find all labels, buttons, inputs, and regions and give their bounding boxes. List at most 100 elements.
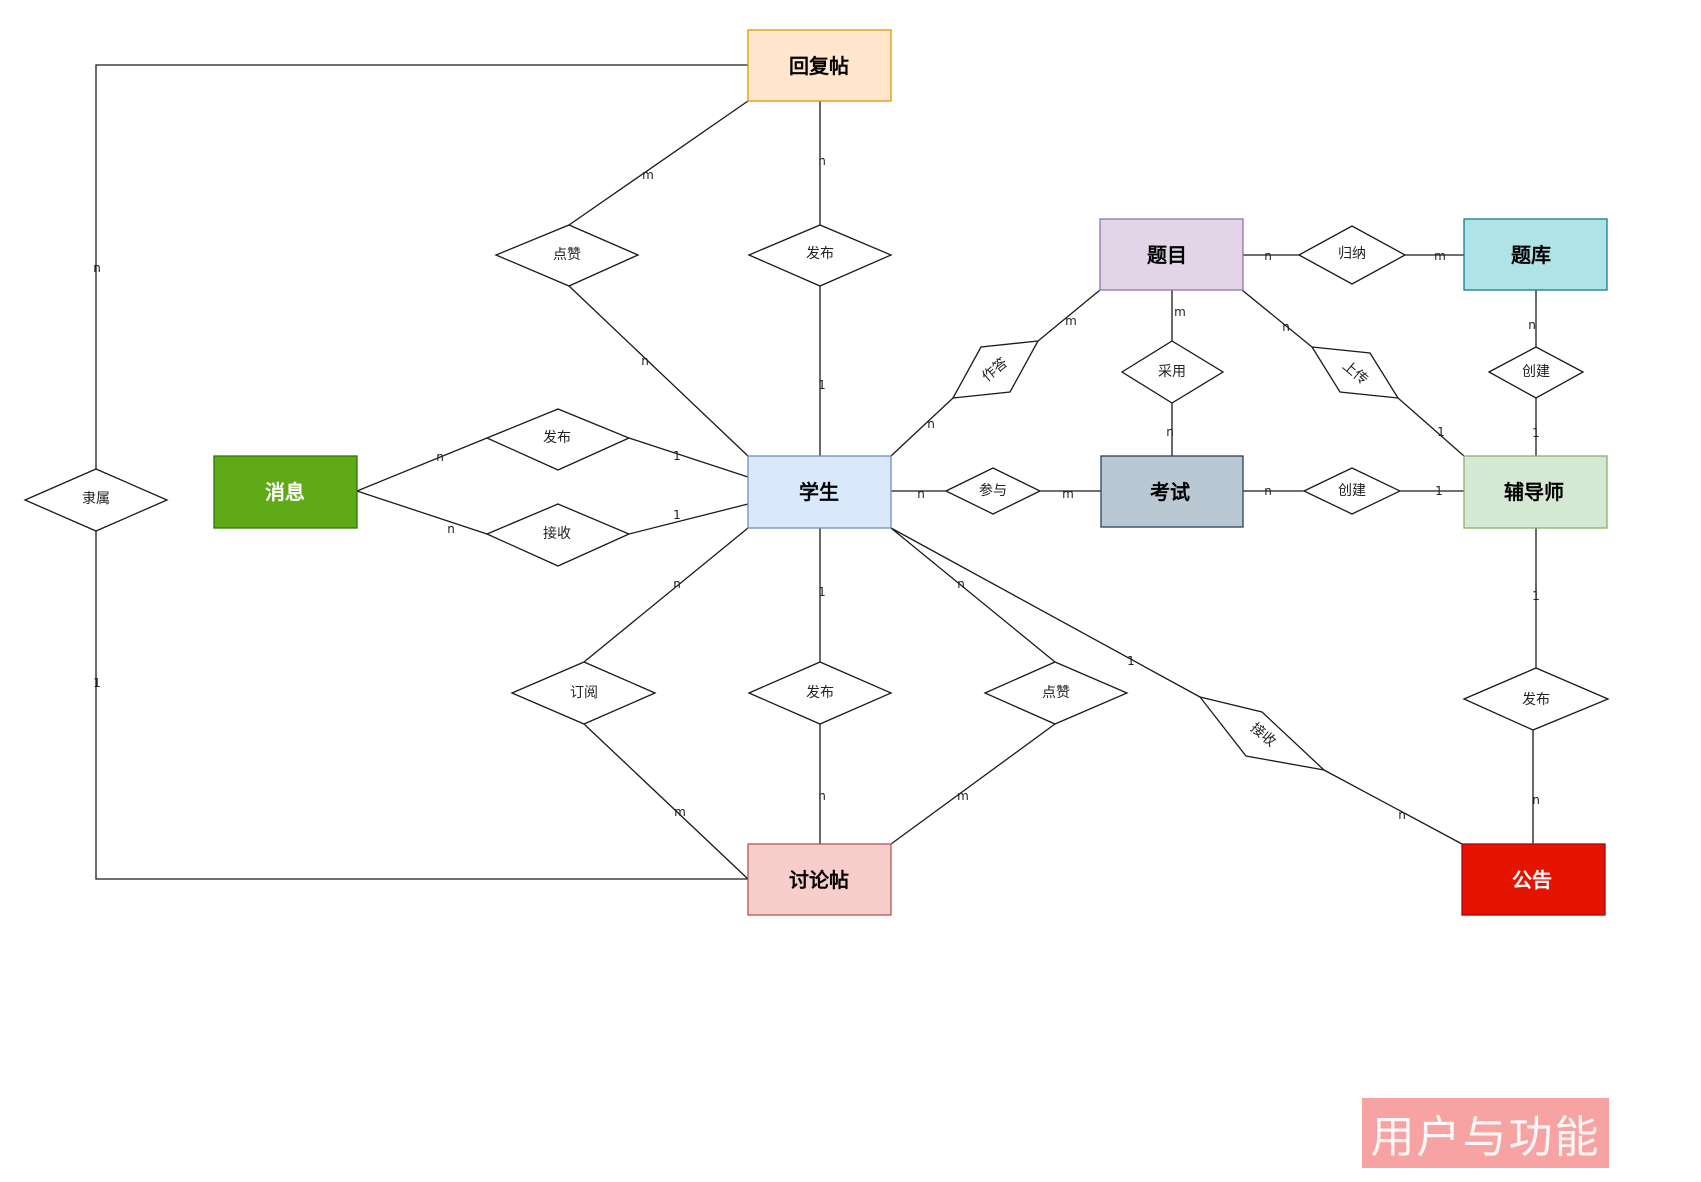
rel-label-publish-notice: 发布 (1522, 692, 1550, 708)
line-student-receive-notice (890, 527, 1201, 698)
card-discussion-like: m (957, 789, 969, 803)
card-tutor-upload: 1 (1437, 425, 1445, 439)
card-question-summarize: n (1264, 249, 1272, 263)
entity-box (1100, 455, 1244, 528)
card-reply-like: m (642, 168, 654, 182)
line-message-publish (356, 437, 488, 492)
line-student-subscribe (583, 527, 749, 663)
connector-lines (95, 64, 1537, 880)
entity-box (1463, 218, 1608, 291)
card-message-receive: n (447, 522, 455, 536)
card-notice-receive: n (1398, 808, 1406, 822)
entity-label: 学生 (799, 480, 839, 504)
rel-upload (1310, 346, 1400, 399)
card-student-like: n (641, 354, 649, 368)
card-tutor-publish-notice: 1 (1532, 589, 1540, 603)
rel-answer (951, 340, 1040, 399)
rel-label-like-discussion: 点赞 (1042, 685, 1070, 701)
entity-label: 辅导师 (1504, 480, 1564, 504)
rel-summarize (1297, 225, 1407, 285)
entity-question-bank: 题库 (1463, 218, 1608, 291)
rel-like-discussion (983, 661, 1129, 725)
rel-label-belong: 隶属 (82, 491, 110, 507)
rel-label-like-reply: 点赞 (553, 247, 581, 263)
entity-box (1099, 218, 1244, 291)
card-question-upload: n (1282, 320, 1290, 334)
rel-label-publish-discussion: 发布 (806, 685, 834, 701)
line-like-discussion (890, 723, 1056, 845)
rel-belong (23, 468, 169, 532)
line-like-student (568, 285, 749, 457)
rel-publish-message (485, 408, 631, 471)
entity-message: 消息 (213, 455, 358, 529)
entity-notice: 公告 (1461, 843, 1606, 916)
card-message-publish: n (436, 450, 444, 464)
entity-label: 考试 (1150, 480, 1190, 504)
card-bank-create: n (1528, 318, 1536, 332)
entity-reply-post: 回复帖 (747, 29, 892, 102)
entity-student: 学生 (747, 455, 892, 529)
entity-box (213, 455, 358, 529)
line-subscribe-discussion (583, 723, 749, 880)
rel-receive-message (485, 503, 631, 567)
entity-tutor: 辅导师 (1463, 455, 1608, 529)
rel-receive-notice (1198, 695, 1327, 772)
card-student-publish-reply: 1 (818, 378, 826, 392)
card-reply-publish: n (818, 154, 826, 168)
rel-publish-reply (747, 224, 893, 287)
entity-box (747, 455, 892, 529)
rel-like-reply (494, 224, 640, 287)
line-message-receive (356, 490, 488, 535)
card-discussion-subscribe: m (674, 805, 686, 819)
entity-label: 题库 (1511, 243, 1551, 267)
line-belong-discussion (95, 531, 748, 880)
card-bank-summarize: m (1434, 249, 1446, 263)
rel-join (944, 467, 1042, 515)
rel-label-publish-message: 发布 (543, 430, 571, 446)
entity-discussion-post: 讨论帖 (747, 843, 892, 916)
card-student-receive-message: 1 (673, 508, 681, 522)
rel-label-create-exam: 创建 (1338, 483, 1366, 499)
card-student-publish-disc: 1 (818, 585, 826, 599)
entity-label: 题目 (1147, 243, 1187, 267)
entity-box (747, 843, 892, 916)
card-tutor-create-bank: 1 (1532, 426, 1540, 440)
card-exam-adopt: n (1166, 425, 1174, 439)
rel-publish-discussion (747, 661, 893, 725)
rel-publish-notice (1462, 667, 1610, 731)
rel-subscribe (510, 661, 657, 725)
line-receive-notice (1323, 769, 1463, 845)
relationship-shapes (23, 224, 1610, 772)
entity-exam: 考试 (1100, 455, 1244, 528)
card-discussion-belong: 1 (93, 676, 101, 690)
rel-label-publish-reply: 发布 (806, 246, 834, 262)
entity-box (1463, 455, 1608, 529)
rel-label-summarize: 归纳 (1338, 245, 1366, 262)
line-reply-belong (95, 64, 748, 469)
line-reply-like (568, 100, 749, 226)
rel-adopt (1120, 340, 1225, 404)
card-notice-publish: n (1532, 793, 1540, 807)
rel-label-create-bank: 创建 (1522, 364, 1550, 380)
line-question-upload (1241, 289, 1313, 348)
card-student-receive-notice: 1 (1127, 654, 1135, 668)
card-question-answer: m (1065, 314, 1077, 328)
card-student-join: n (917, 487, 925, 501)
card-tutor-create-exam: 1 (1435, 484, 1443, 498)
card-reply-belong: n (93, 261, 101, 275)
rel-create-bank (1487, 346, 1585, 399)
line-receive-student-msg (628, 503, 749, 535)
card-exam-join: m (1062, 487, 1074, 501)
rel-label-join: 参与 (979, 482, 1007, 499)
rel-label-subscribe: 订阅 (570, 685, 598, 701)
entity-label: 公告 (1512, 868, 1552, 892)
entity-label: 讨论帖 (789, 868, 849, 892)
entity-box (747, 29, 892, 102)
entity-label: 消息 (265, 480, 305, 504)
line-upload-tutor (1397, 397, 1465, 457)
entity-label: 回复帖 (789, 54, 849, 78)
card-student-subscribe: n (673, 577, 681, 591)
line-publish-student-msg (628, 437, 749, 478)
card-student-answer: n (927, 417, 935, 431)
